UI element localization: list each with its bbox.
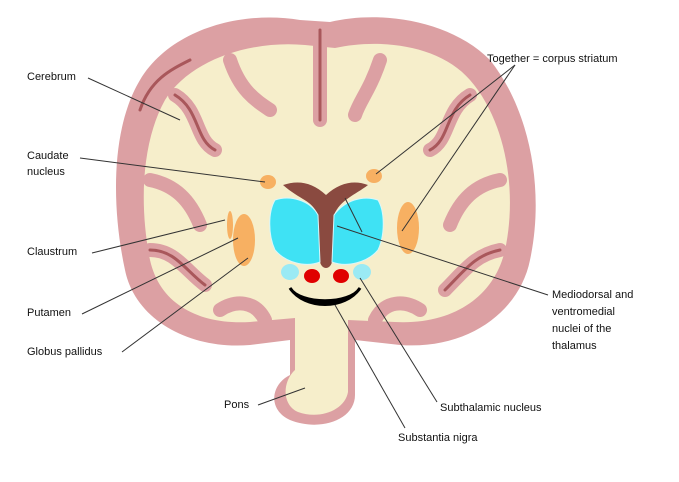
caudate-nucleus bbox=[260, 175, 276, 189]
subthalamic-nucleus bbox=[353, 264, 371, 280]
label-putamen: Putamen bbox=[27, 307, 72, 319]
label-claustrum: Claustrum bbox=[27, 246, 78, 258]
label-thalamus-line4: thalamus bbox=[552, 340, 597, 352]
subthalamic-nucleus bbox=[281, 264, 299, 280]
thalamus bbox=[269, 197, 321, 265]
red-nucleus bbox=[304, 269, 320, 283]
label-subthalamic-nucleus: Subthalamic nucleus bbox=[440, 402, 542, 414]
label-cerebrum: Cerebrum bbox=[27, 71, 76, 83]
sulci bbox=[138, 28, 502, 292]
label-caudate-line2: nucleus bbox=[27, 166, 65, 178]
putamen bbox=[233, 214, 255, 266]
lateral-ventricle bbox=[283, 182, 368, 268]
substantia-nigra bbox=[288, 287, 362, 306]
label-thalamus-line3: nuclei of the bbox=[552, 323, 612, 335]
red-nucleus bbox=[333, 269, 349, 283]
label-globus-pallidus: Globus pallidus bbox=[27, 346, 103, 358]
leader-lines bbox=[79, 64, 549, 429]
claustrum bbox=[227, 211, 233, 239]
label-substantia-nigra: Substantia nigra bbox=[398, 432, 478, 444]
label-corpus-striatum: Together = corpus striatum bbox=[487, 53, 618, 65]
thalamus bbox=[331, 197, 384, 265]
label-caudate: Caudate bbox=[27, 150, 69, 162]
label-thalamus-line2: ventromedial bbox=[552, 306, 615, 318]
label-thalamus: Mediodorsal and bbox=[552, 289, 634, 301]
putamen bbox=[397, 202, 419, 254]
label-pons: Pons bbox=[224, 399, 250, 411]
